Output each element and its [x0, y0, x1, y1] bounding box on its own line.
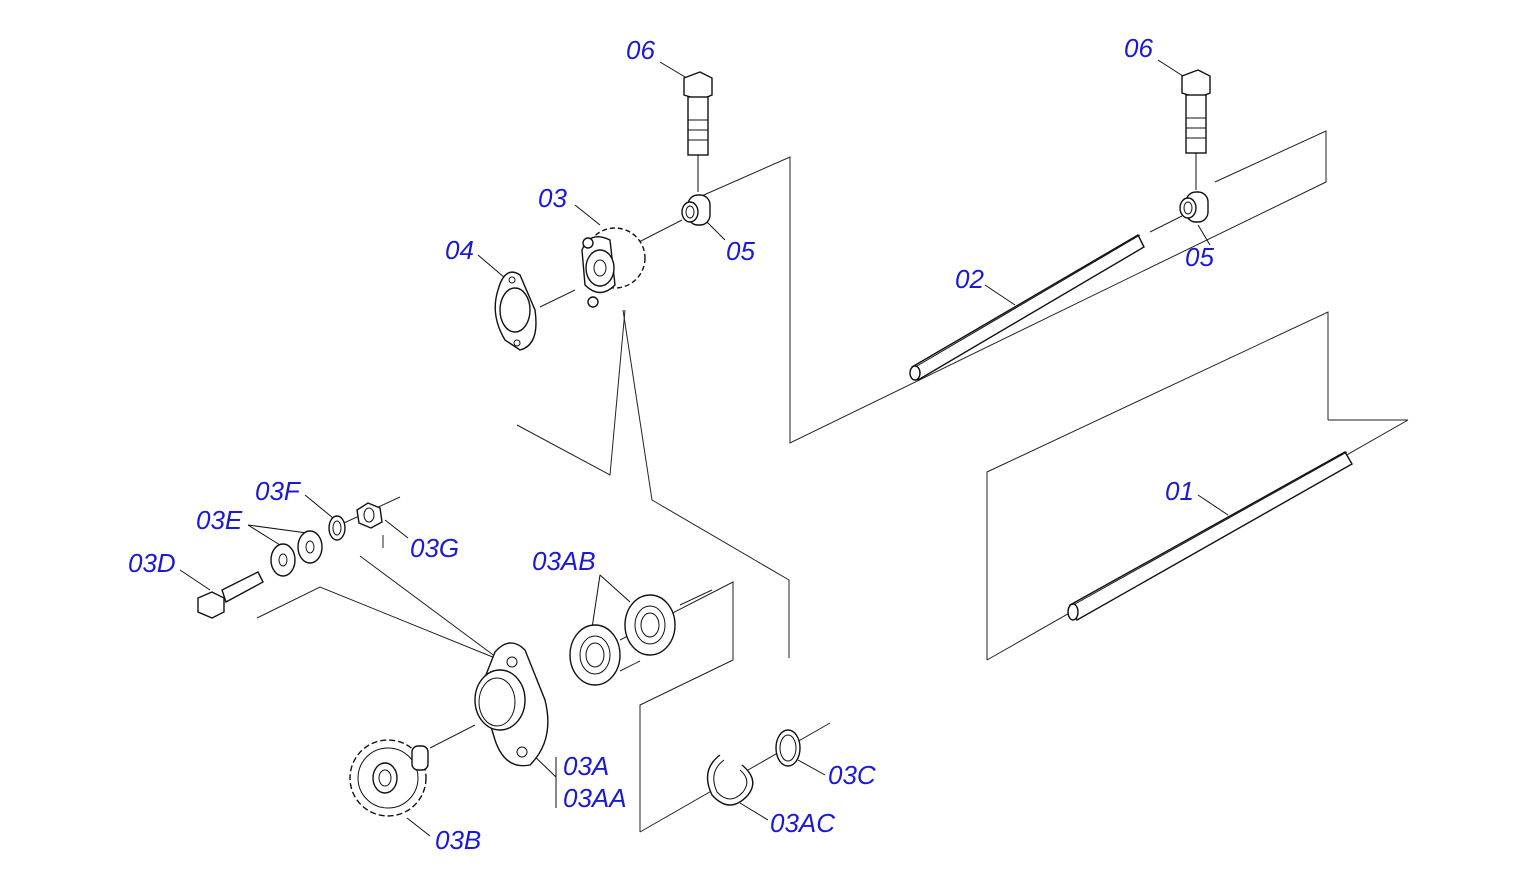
callout-03AA[interactable]: 03AA — [563, 783, 627, 813]
snap-ring-03C[interactable] — [775, 729, 801, 767]
callout-03A[interactable]: 03A — [563, 751, 610, 781]
washer-03E[interactable] — [270, 530, 323, 577]
bearing-03AB-1[interactable] — [569, 624, 621, 686]
callout-06-left[interactable]: 06 — [626, 35, 655, 65]
sprocket-03B[interactable] — [349, 739, 429, 817]
callout-05-left[interactable]: 05 — [726, 236, 755, 266]
callout-03E[interactable]: 03E — [196, 505, 243, 535]
callout-03AC[interactable]: 03AC — [770, 808, 836, 838]
callout-03B[interactable]: 03B — [435, 825, 482, 855]
bearing-03AB-2[interactable] — [624, 594, 676, 656]
flange-housing-03A[interactable] — [474, 642, 549, 767]
callout-03[interactable]: 03 — [538, 183, 567, 213]
callout-03D[interactable]: 03D — [128, 548, 176, 578]
collar-05-left[interactable] — [681, 194, 711, 226]
cover-plate-04[interactable] — [494, 271, 537, 351]
collar-05-right[interactable] — [1179, 191, 1209, 223]
assembly-frame-lines — [256, 130, 1409, 833]
callout-05-right[interactable]: 05 — [1185, 242, 1214, 272]
bearing-sprocket-assembly-03[interactable] — [581, 227, 646, 308]
callout-03AB[interactable]: 03AB — [532, 546, 596, 576]
callout-03F[interactable]: 03F — [255, 476, 300, 506]
leader-lines — [179, 59, 1229, 837]
lock-washer-03F[interactable] — [328, 515, 346, 541]
shaft-02[interactable] — [909, 234, 1145, 381]
callout-03C[interactable]: 03C — [828, 760, 876, 790]
bolt-06-left[interactable] — [683, 71, 713, 192]
circlip-03AC[interactable] — [706, 754, 754, 806]
callout-02[interactable]: 02 — [955, 264, 984, 294]
nut-03G[interactable] — [356, 502, 383, 529]
shaft-01[interactable] — [1067, 451, 1353, 621]
bolt-03D[interactable] — [197, 571, 264, 619]
bolt-06-right[interactable] — [1181, 69, 1211, 190]
callout-04[interactable]: 04 — [445, 235, 474, 265]
callout-06-right[interactable]: 06 — [1124, 33, 1153, 63]
callout-03G[interactable]: 03G — [410, 533, 460, 563]
callout-01[interactable]: 01 — [1165, 476, 1194, 506]
